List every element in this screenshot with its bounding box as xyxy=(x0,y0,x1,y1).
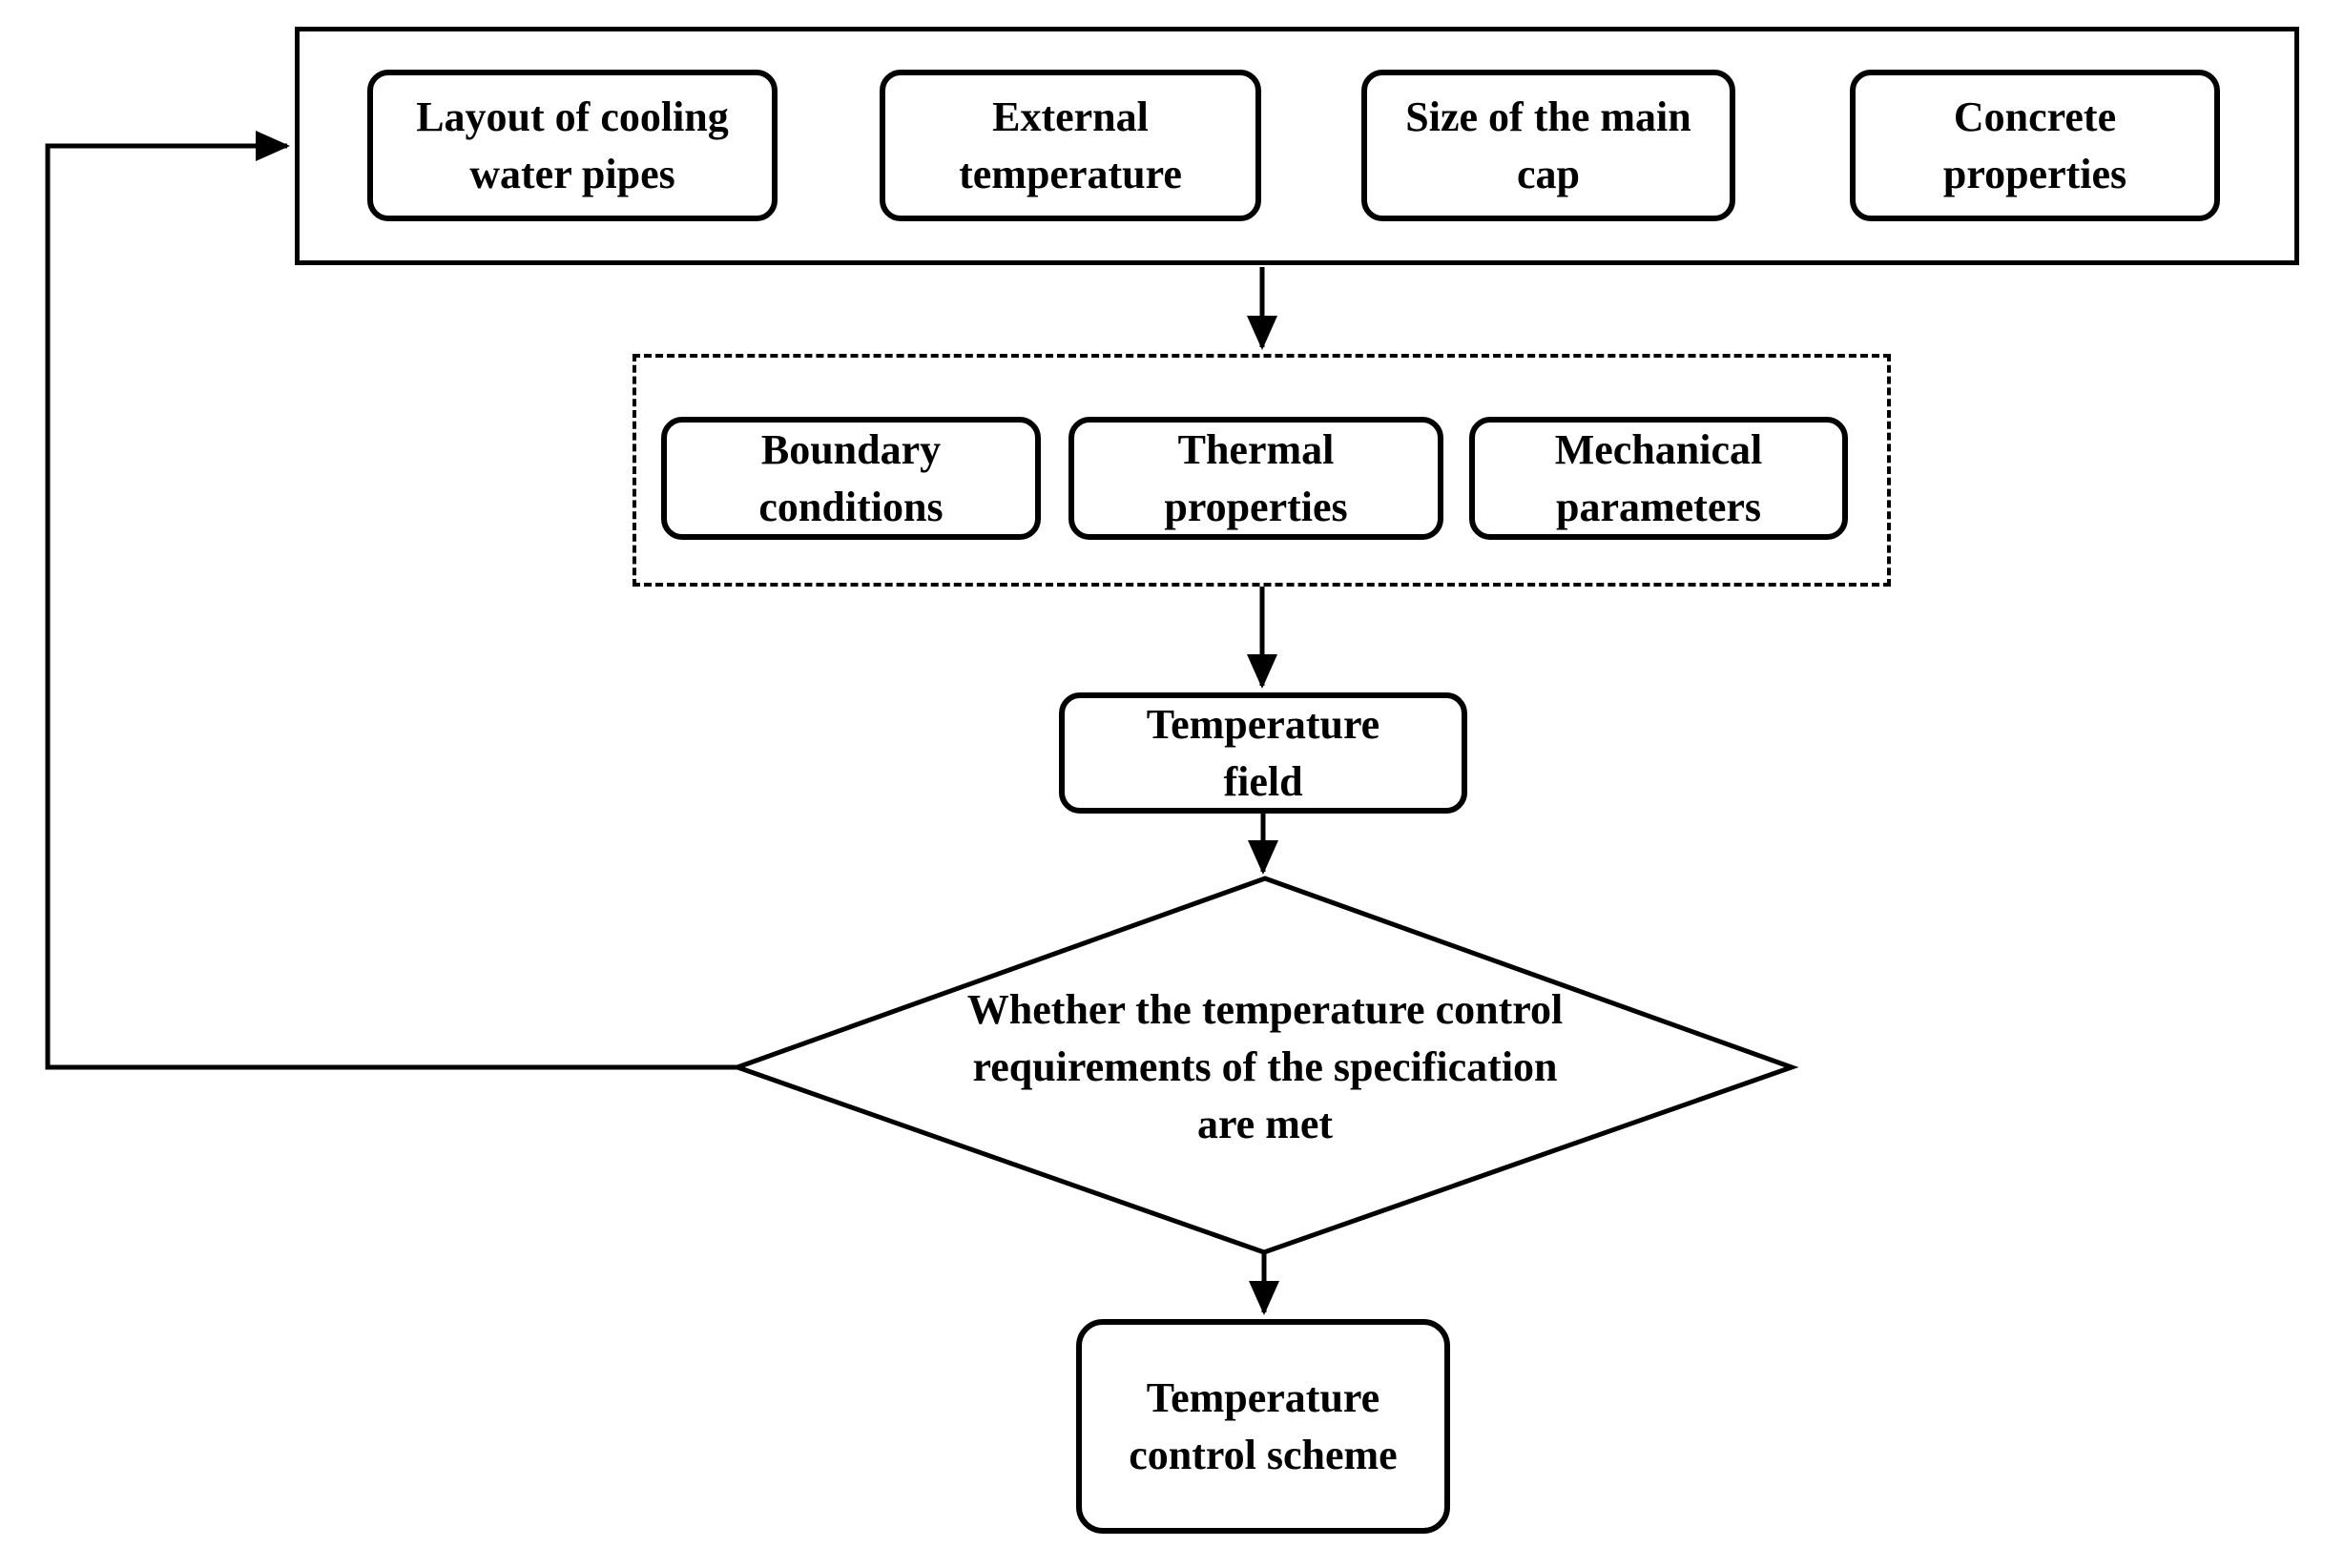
parameters-group-box xyxy=(633,354,1891,587)
inputs-group-box xyxy=(295,27,2299,265)
node-main-cap-size: Size of the main cap xyxy=(1361,70,1735,221)
node-thermal-properties: Thermal properties xyxy=(1068,417,1443,540)
node-concrete-properties: Concrete properties xyxy=(1850,70,2220,221)
node-boundary-conditions: Boundary conditions xyxy=(661,417,1041,540)
node-mechanical-parameters: Mechanical parameters xyxy=(1469,417,1848,540)
node-external-temperature: External temperature xyxy=(880,70,1261,221)
feedback-loop-arrow xyxy=(45,131,737,1070)
node-temperature-field: Temperature field xyxy=(1059,692,1467,814)
decision-node-label: Whether the temperature control requirem… xyxy=(966,986,1564,1147)
node-temperature-control-scheme: Temperature control scheme xyxy=(1076,1319,1450,1534)
node-cooling-water-pipes: Layout of cooling water pipes xyxy=(367,70,778,221)
